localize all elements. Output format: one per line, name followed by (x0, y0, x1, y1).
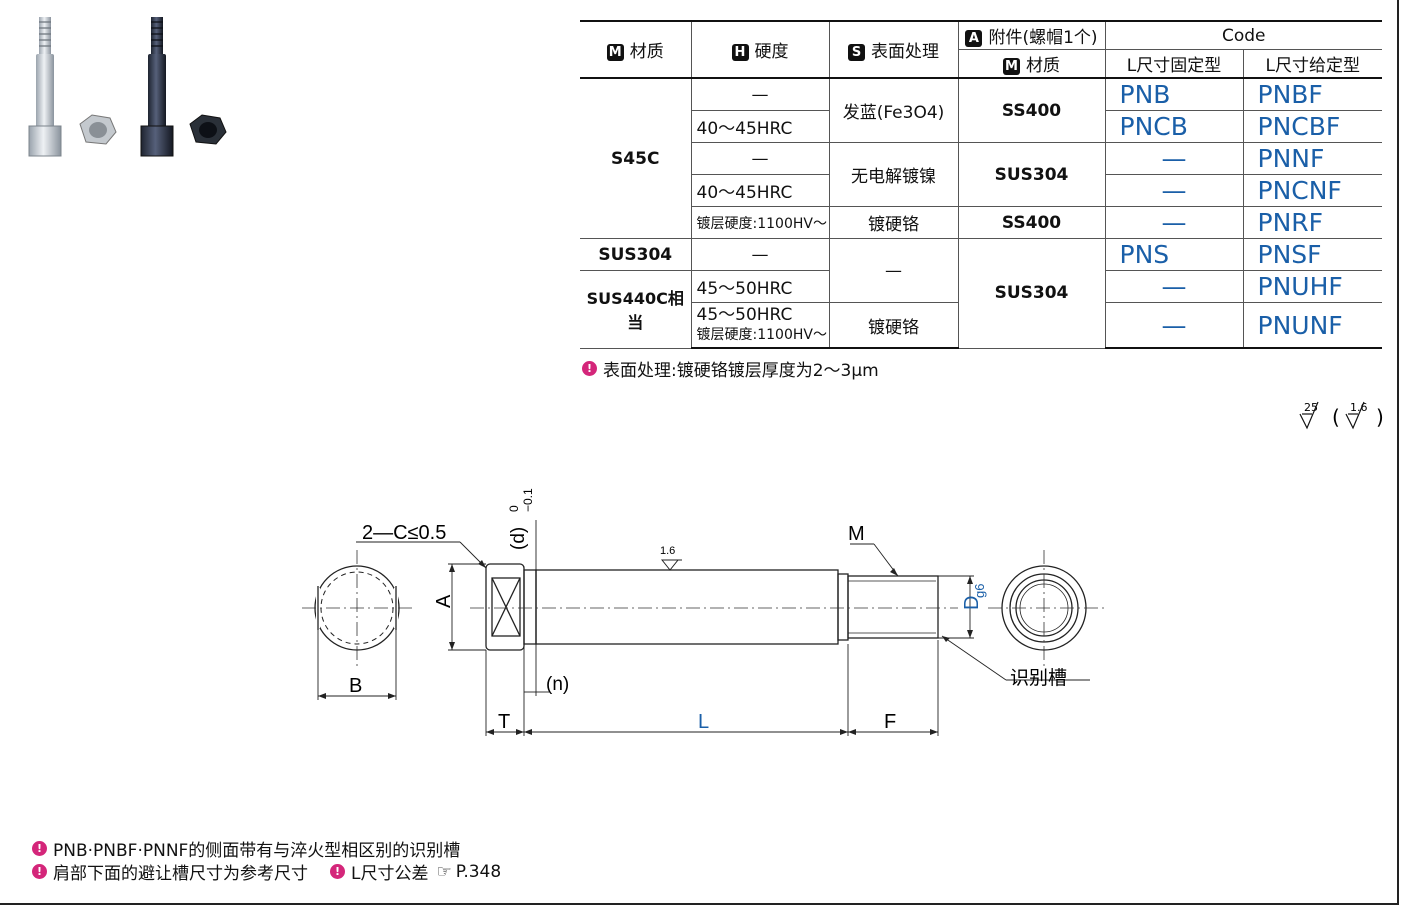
steel-bolt-image (28, 17, 62, 157)
hardness-cell: 40～45HRC (690, 110, 830, 143)
code-fixed-cell: PNB (1104, 77, 1244, 111)
attachment-badge-icon: A (965, 30, 983, 47)
attachment-material-badge-icon: M (1003, 58, 1020, 75)
code-header: Code (1104, 20, 1382, 50)
nut-material-cell: SUS304 (957, 238, 1106, 349)
caution-icon (330, 864, 345, 879)
code-specified-cell: PNSF (1242, 238, 1382, 271)
code-fixed-header: L尺寸固定型 (1104, 49, 1244, 79)
material-cell: S45C (580, 77, 692, 239)
d-label: (d) (508, 527, 529, 550)
dimension-f-label: F (884, 711, 896, 733)
surface-cell: 无电解镀镍 (828, 142, 959, 207)
caution-icon (32, 864, 47, 879)
hardness-cell: 40～45HRC (690, 174, 830, 207)
surface-cell: 发蓝(Fe3O4) (828, 77, 959, 143)
code-fixed-cell: — (1104, 270, 1244, 303)
bolt-thread (847, 575, 939, 639)
code-fixed-cell: — (1104, 174, 1244, 207)
black-nut-image (189, 114, 227, 145)
nut-material-cell: SS400 (957, 77, 1106, 143)
svg-text:): ) (1376, 405, 1384, 429)
hardness-badge-icon: H (731, 44, 749, 61)
material-badge-icon: M (606, 44, 624, 61)
tolerance-page-link[interactable]: P.348 (455, 861, 502, 882)
surface-cell: 镀硬铬 (828, 206, 959, 239)
code-specified-cell: PNCBF (1242, 110, 1382, 143)
svg-text:(: ( (1332, 405, 1340, 429)
nut-material-cell: SUS304 (957, 142, 1106, 207)
bolt-shank (535, 569, 839, 645)
product-photos (28, 17, 227, 157)
table-row: — 无电解镀镍 SUS304 — PNNF (580, 142, 1382, 207)
surface-cell: — (828, 238, 959, 303)
code-specified-cell: PNUHF (1242, 270, 1382, 303)
table-row: 镀层硬度:1100HV～ 镀硬铬 SS400 — PNRF (580, 206, 1382, 239)
steel-nut-image (79, 114, 117, 145)
code-specified-cell: PNCNF (1242, 174, 1382, 207)
caution-icon (582, 361, 597, 376)
dimension-n-label: (n) (546, 674, 569, 695)
chamfer-label: 2—C≤0.5 (362, 522, 446, 544)
material-cell: SUS440C相当 (580, 270, 692, 349)
d-tol-upper: 0 (507, 505, 521, 512)
caution-icon (32, 841, 47, 856)
thread-label: M (848, 523, 865, 545)
surface-finish-label: 1.6 (660, 545, 675, 557)
dimension-b-label: B (349, 675, 362, 697)
code-specified-header: L尺寸给定型 (1242, 49, 1382, 79)
code-specified-cell: PNBF (1242, 77, 1382, 111)
code-fixed-cell: PNCB (1104, 110, 1244, 143)
code-fixed-cell: — (1104, 206, 1244, 239)
dimension-t-label: T (498, 711, 510, 733)
hardness-cell: — (690, 77, 830, 111)
hardness-cell: — (690, 238, 830, 271)
hardness-cell: 45～50HRC (690, 270, 830, 303)
groove-note: PNB·PNBF·PNNF的侧面带有与淬火型相区别的识别槽 (32, 836, 460, 861)
groove-label: 识别槽 (1010, 667, 1067, 689)
code-specified-cell: PNNF (1242, 142, 1382, 175)
d-tol-lower: −0.1 (521, 488, 535, 512)
shoulder-note: 肩部下面的避让槽尺寸为参考尺寸 L尺寸公差 ☞ P.348 (32, 859, 501, 884)
code-specified-cell: PNRF (1242, 206, 1382, 239)
code-fixed-cell: PNS (1104, 238, 1244, 271)
dimension-d-fit-label: g6 (972, 584, 987, 598)
table-row: SUS440C相当 45～50HRC — PNUHF (580, 270, 1382, 349)
hardness-cell: — (690, 142, 830, 175)
code-fixed-cell: — (1104, 142, 1244, 175)
pointing-hand-icon: ☞ (436, 861, 452, 882)
roughness-symbols: 25 ( 1.6 ) (1299, 401, 1384, 430)
technical-drawing: 2—C≤0.5 (d) 0 −0.1 1.6 M A B (n) T L F D… (302, 488, 1104, 736)
nut-material-cell: SS400 (957, 206, 1106, 239)
hardness-cell: 镀层硬度:1100HV～ (690, 206, 830, 239)
table-row: S45C — 发蓝(Fe3O4) SS400 PNB PNBF (580, 77, 1382, 239)
code-fixed-cell: — (1104, 302, 1244, 349)
surface-note: 表面处理:镀硬铬镀层厚度为2～3μm (582, 356, 879, 381)
table-row: SUS304 — — SUS304 PNS PNSF (580, 238, 1382, 349)
dimension-a-label: A (433, 594, 455, 608)
dimension-d-label: D (961, 596, 983, 610)
code-specified-cell: PNUNF (1242, 302, 1382, 349)
surface-cell: 镀硬铬 (828, 302, 959, 349)
table-row: 40～45HRC — PNCNF (580, 174, 1382, 207)
surface-badge-icon: S (848, 44, 865, 61)
roughness-secondary-label: 1.6 (1350, 401, 1368, 414)
black-bolt-image (140, 17, 174, 157)
dimension-l-label: L (698, 711, 709, 733)
material-cell: SUS304 (580, 238, 692, 271)
